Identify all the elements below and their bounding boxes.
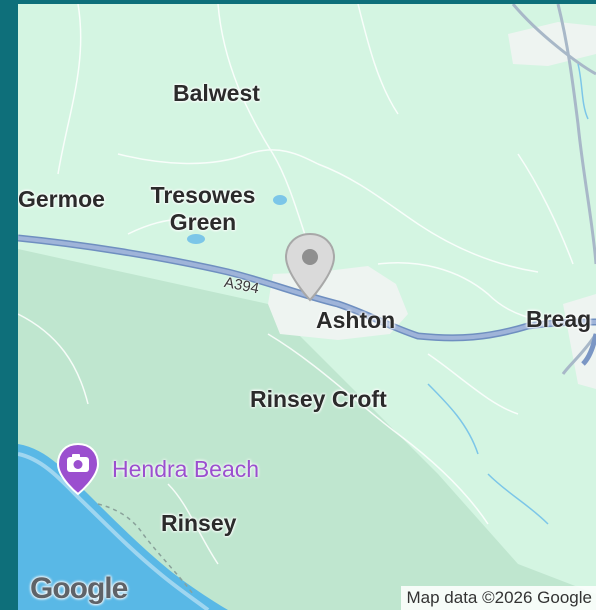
map-canvas[interactable]: Balwest Germoe Tresowes Green A394 Ashto… bbox=[18, 4, 596, 610]
place-label-balwest: Balwest bbox=[173, 80, 260, 106]
place-label-rinsey-croft: Rinsey Croft bbox=[250, 386, 387, 412]
place-label-tresowes-line1: Tresowes bbox=[150, 182, 256, 208]
place-label-rinsey: Rinsey bbox=[161, 510, 237, 536]
place-label-tresowes-green: Tresowes Green bbox=[140, 182, 266, 236]
map-pin-icon[interactable] bbox=[283, 232, 337, 309]
place-label-ashton: Ashton bbox=[316, 307, 396, 333]
place-label-breage: Breag bbox=[526, 306, 592, 332]
place-label-tresowes-line2: Green bbox=[169, 209, 237, 235]
place-label-germoe: Germoe bbox=[18, 186, 105, 212]
poi-label-hendra-beach[interactable]: Hendra Beach bbox=[112, 456, 260, 482]
google-logo: Google bbox=[30, 572, 128, 605]
map-attribution[interactable]: Map data ©2026 Google bbox=[400, 586, 596, 610]
camera-icon[interactable] bbox=[56, 442, 100, 501]
